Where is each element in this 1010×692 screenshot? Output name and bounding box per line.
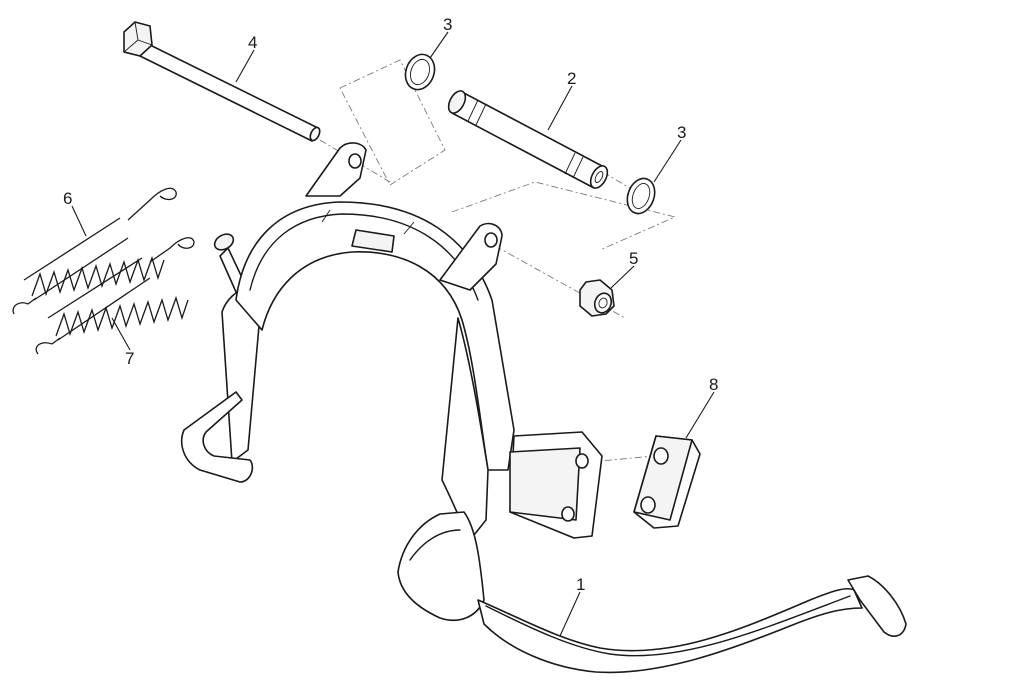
washer-right xyxy=(626,177,656,215)
callout-part-8: 8 xyxy=(709,375,718,394)
long-bolt xyxy=(123,21,321,142)
washer-top xyxy=(404,53,436,91)
leader-lines xyxy=(71,31,715,637)
center-stand xyxy=(180,142,907,674)
callout-part-6: 6 xyxy=(63,189,72,208)
callout-part-7: 7 xyxy=(125,349,134,368)
spring-upper xyxy=(12,187,177,315)
callout-part-1: 1 xyxy=(576,575,585,594)
callout-part-2: 2 xyxy=(567,69,576,88)
spring-lower xyxy=(35,237,195,355)
callout-labels: 4 3 2 3 5 6 7 8 1 xyxy=(63,15,718,594)
callout-part-3-right: 3 xyxy=(677,123,686,142)
callout-part-4: 4 xyxy=(248,33,257,52)
callout-part-5: 5 xyxy=(629,249,638,268)
pivot-sleeve xyxy=(447,90,609,189)
callout-part-3-top: 3 xyxy=(443,15,452,34)
lock-nut xyxy=(579,279,615,317)
clamp-block xyxy=(633,435,701,529)
